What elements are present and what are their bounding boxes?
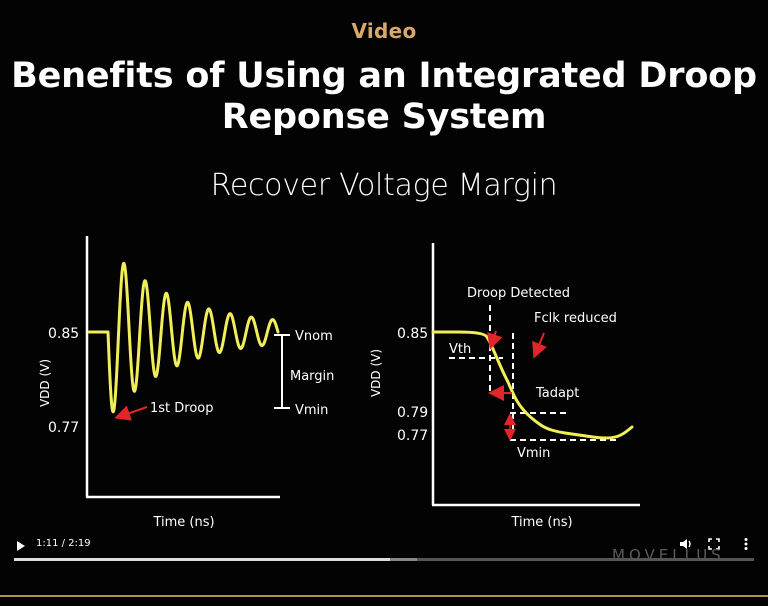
- slide-title: Benefits of Using an Integrated Droop Re…: [0, 56, 768, 138]
- volume-icon: [680, 539, 691, 549]
- fclk-reduced-arrow: [532, 332, 547, 359]
- fullscreen-icon: [708, 538, 720, 550]
- right-voltage-plot: VDD (V) Time (ns) 0.85 0.79 0.77 Droop D…: [369, 243, 640, 530]
- slide-subtitle: Recover Voltage Margin: [210, 168, 558, 203]
- left-x-axis-label: Time (ns): [152, 515, 214, 530]
- right-tick-077: 0.77: [397, 428, 428, 444]
- droop-detected-arrow: [487, 330, 503, 350]
- play-icon: [17, 541, 25, 551]
- slide-title-line1: Benefits of Using an Integrated Droop: [11, 56, 757, 96]
- slide-title-line2: Reponse System: [221, 97, 547, 137]
- bottom-accent-rule: [0, 595, 768, 597]
- left-tick-077: 0.77: [48, 420, 79, 436]
- progress-bar[interactable]: [14, 558, 754, 561]
- more-options-icon: [744, 538, 748, 550]
- volume-button[interactable]: [678, 536, 694, 552]
- right-y-axis-label: VDD (V): [369, 349, 383, 397]
- more-options-button[interactable]: [738, 536, 754, 552]
- right-tick-085: 0.85: [397, 326, 428, 342]
- label-tadapt: Tadapt: [535, 386, 579, 401]
- right-tick-079: 0.79: [397, 405, 428, 421]
- label-vmin-left: Vmin: [295, 403, 328, 418]
- time-display: 1:11 / 2:19: [36, 538, 91, 549]
- label-vmin-right: Vmin: [517, 446, 550, 461]
- left-y-axis-label: VDD (V): [38, 359, 52, 407]
- left-droop-arrow: [114, 405, 148, 421]
- left-tick-085: 0.85: [48, 326, 79, 342]
- progress-played: [14, 558, 390, 561]
- label-droop-detected: Droop Detected: [467, 286, 570, 301]
- section-label: Video: [351, 19, 417, 43]
- video-controls: 1:11 / 2:19 MOVELLUS: [0, 530, 768, 570]
- label-margin: Margin: [290, 369, 334, 384]
- label-vth: Vth: [449, 342, 471, 357]
- label-fclk-reduced: Fclk reduced: [534, 311, 617, 326]
- left-voltage-plot: VDD (V) Time (ns) 0.85 0.77 1st Droop Vn…: [38, 236, 334, 530]
- play-button[interactable]: [14, 538, 28, 552]
- left-droop-annotation: 1st Droop: [150, 401, 214, 416]
- brand-watermark: MOVELLUS: [612, 546, 725, 564]
- right-x-axis-label: Time (ns): [510, 515, 572, 530]
- left-voltage-trace: [87, 261, 280, 414]
- label-vnom: Vnom: [295, 329, 333, 344]
- fullscreen-button[interactable]: [706, 536, 722, 552]
